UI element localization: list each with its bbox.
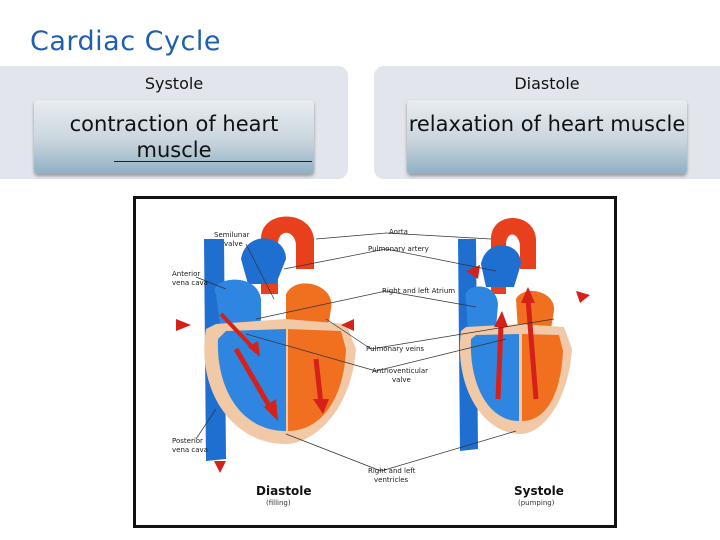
label-av-valve-1: Antrioventicular [372, 367, 428, 375]
diastole-heart-illustration [176, 216, 356, 473]
systole-definition-text: contraction of heart muscle [69, 112, 279, 162]
label-leader-lines [195, 232, 555, 472]
caption-systole: Systole [514, 484, 564, 498]
label-semilunar-valve-1: Semilunar [214, 231, 250, 239]
label-posterior-vena-cava-2: vena cava [172, 446, 208, 454]
diastole-panel: Diastole relaxation of heart muscle [374, 66, 720, 179]
caption-diastole-sub: (filling) [266, 499, 291, 507]
label-ventricles-2: ventricles [374, 476, 409, 484]
systole-panel: Systole contraction of heart muscle [0, 66, 348, 179]
label-anterior-vena-cava-2: vena cava [172, 279, 208, 287]
label-anterior-vena-cava-1: Anterior [172, 270, 200, 278]
systole-heading: Systole [144, 74, 204, 93]
diastole-heading: Diastole [514, 74, 580, 93]
label-ventricles-1: Right and left [368, 467, 416, 475]
label-posterior-vena-cava-1: Posterior [172, 437, 203, 445]
page-title: Cardiac Cycle [30, 26, 221, 57]
heart-diagram: Aorta Semilunar valve Pulmonary artery A… [133, 196, 617, 528]
systole-heart-illustration [458, 218, 590, 451]
diastole-definition-text: relaxation of heart muscle [408, 112, 686, 136]
label-semilunar-valve-2: valve [224, 240, 243, 248]
card-underline [114, 161, 312, 162]
diastole-definition-card: relaxation of heart muscle [407, 100, 687, 174]
label-av-valve-2: valve [392, 376, 411, 384]
label-right-left-atrium: Right and left Atrium [382, 287, 455, 295]
label-aorta: Aorta [389, 228, 408, 236]
caption-diastole: Diastole [256, 484, 312, 498]
caption-systole-sub: (pumping) [518, 499, 555, 507]
label-pulmonary-artery: Pulmonary artery [368, 245, 429, 253]
systole-definition-card: contraction of heart muscle [34, 100, 314, 174]
label-pulmonary-veins: Pulmonary veins [366, 345, 424, 353]
